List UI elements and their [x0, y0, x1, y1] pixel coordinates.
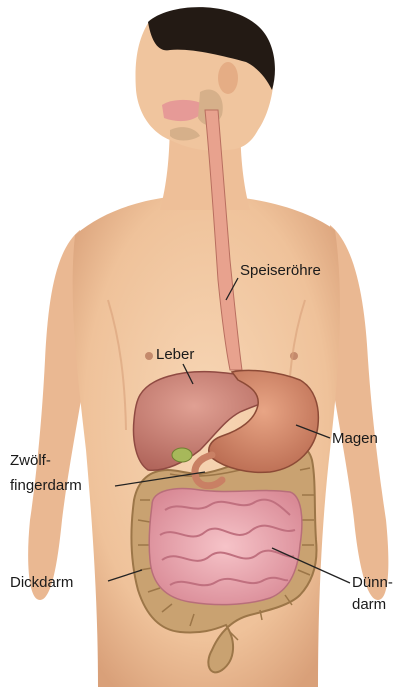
- small-intestine: [149, 489, 302, 605]
- label-zwoelffingerdarm-line2: fingerdarm: [10, 477, 82, 494]
- label-leber: Leber: [156, 346, 194, 363]
- label-dickdarm: Dickdarm: [10, 574, 73, 591]
- label-zwoelffingerdarm-line1: Zwölf-: [10, 452, 51, 469]
- gallbladder: [172, 448, 192, 462]
- label-speiseroehre: Speiseröhre: [240, 262, 321, 279]
- label-duenndarm-line2: darm: [352, 596, 386, 613]
- label-magen: Magen: [332, 430, 378, 447]
- label-duenndarm-line1: Dünn-: [352, 574, 393, 591]
